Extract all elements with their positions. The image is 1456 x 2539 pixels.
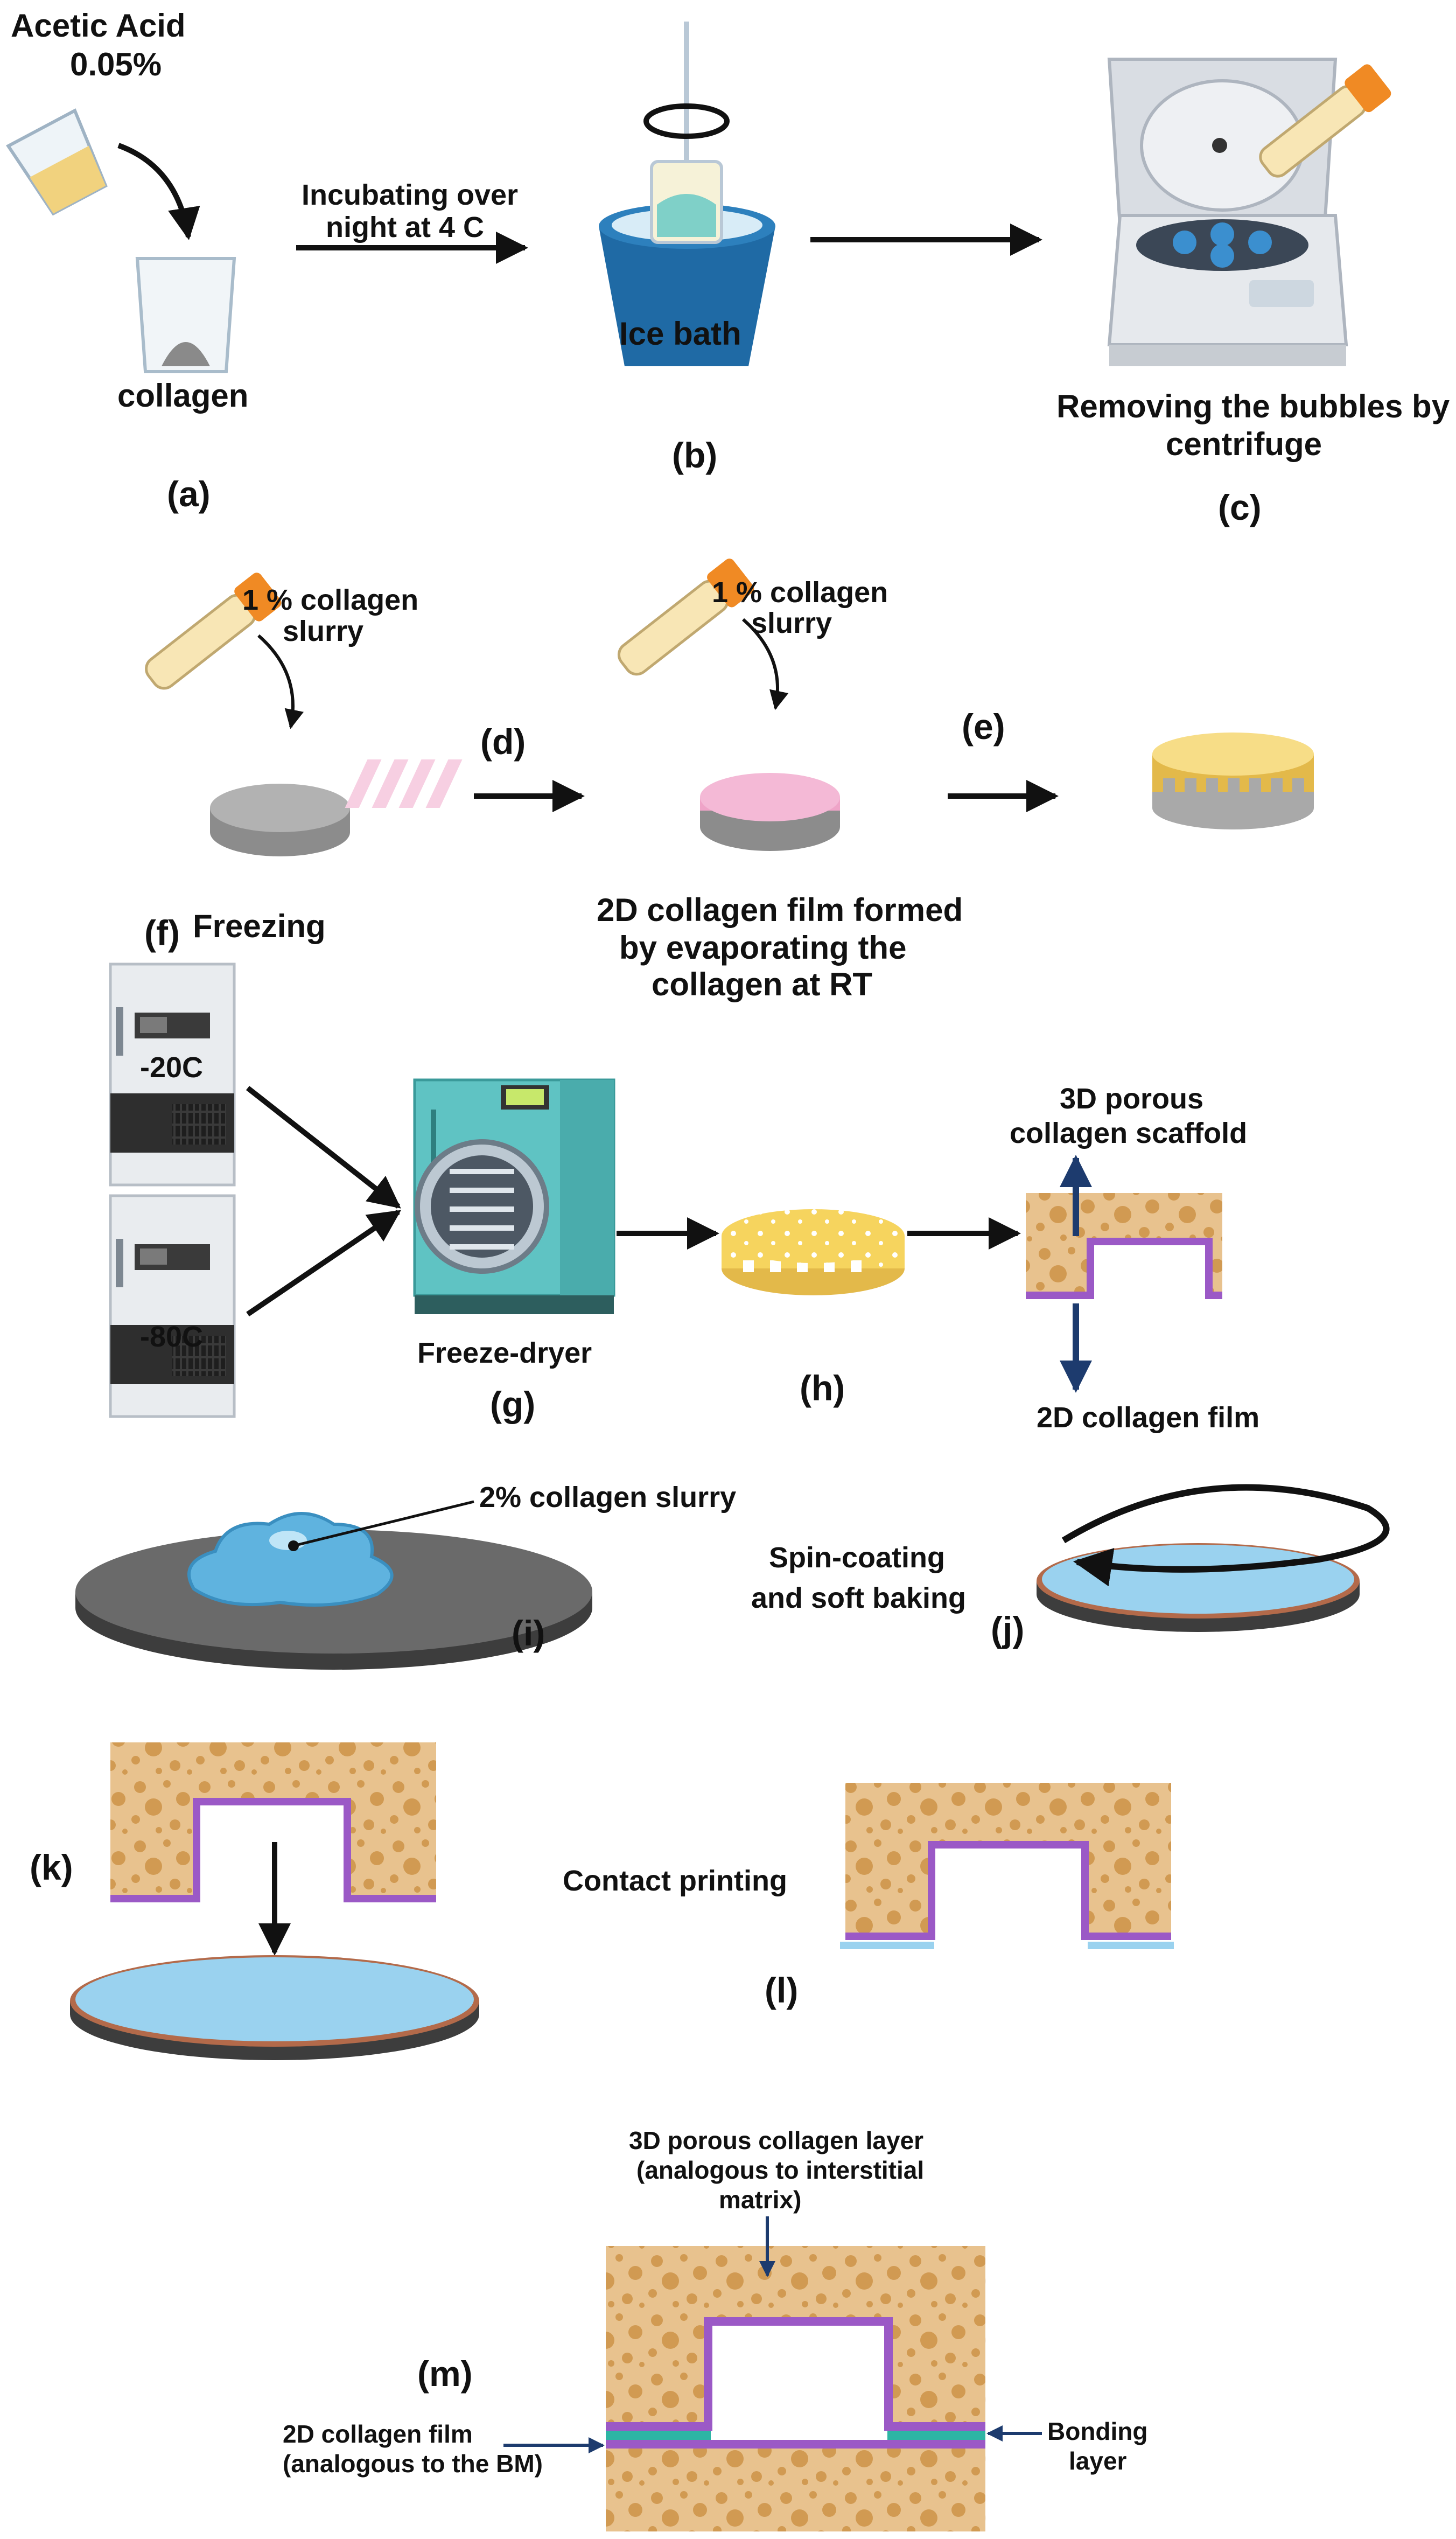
centrifuge-icon [1107, 58, 1391, 366]
porous-scaffold-line1: 3D porous [1060, 1083, 1203, 1115]
acetic-acid-percent-label: 0.05% [70, 46, 162, 82]
bm-label-line2: (analogous to the BM) [283, 2450, 543, 2478]
collagen-beaker-icon [135, 257, 236, 373]
slurry-drop-arrow-2 [742, 618, 789, 710]
contact-printing-label: Contact printing [563, 1865, 787, 1897]
slurry-label-2-line2: slurry [751, 607, 832, 639]
removing-bubbles-label-line1: Removing the bubbles by [1056, 388, 1450, 424]
step-f-label: (f) [144, 913, 180, 953]
slurry-pointer [293, 1500, 474, 1547]
grooved-mold-icon [210, 784, 350, 856]
minus20-label: -20C [140, 1051, 203, 1084]
acetic-acid-label: Acetic Acid [11, 8, 186, 44]
slurry-tube-icon [145, 573, 282, 690]
minus80-label: -80C [140, 1321, 203, 1353]
freeze-dryer-icon [413, 1078, 615, 1314]
slurry-label-1-line2: slurry [283, 615, 363, 647]
arrow-minus80-to-dryer [246, 1209, 401, 1317]
collagen-label: collagen [117, 378, 248, 414]
step-c-label: (c) [1218, 487, 1262, 527]
slurry-tube-icon-2 [617, 559, 754, 676]
wafer-with-slurry-icon [75, 1512, 592, 1670]
film-2d-formed-line2: by evaporating the [619, 930, 906, 966]
step-e-label: (e) [962, 707, 1005, 747]
pink-film-mold-icon [345, 759, 840, 851]
arrow-minus20-to-dryer [246, 1086, 401, 1209]
step-m-label: (m) [417, 2354, 473, 2394]
slurry-label-1-line1: 1 % collagen [242, 584, 418, 616]
bm-label-line1: 2D collagen film [283, 2420, 473, 2448]
porous-scaffold-line2: collagen scaffold [1010, 1117, 1247, 1149]
step-b-label: (b) [672, 435, 717, 475]
spin-coated-wafer-icon [1037, 1543, 1360, 1632]
ice-bath-label: Ice bath [619, 316, 741, 352]
coated-wafer-k [70, 1955, 479, 2060]
incubating-label-line2: night at 4 C [326, 211, 484, 243]
incubating-label-line1: Incubating over [302, 179, 518, 211]
printed-block-l [840, 1783, 1174, 1949]
step-g-label: (g) [490, 1384, 535, 1424]
spin-coating-line2: and soft baking [751, 1582, 966, 1614]
step-h-label: (h) [800, 1368, 845, 1408]
freeze-dryer-label: Freeze-dryer [417, 1337, 592, 1369]
porous-disc-icon [722, 1209, 905, 1295]
bonding-label-line1: Bonding [1047, 2417, 1148, 2445]
slurry-drop-arrow-1 [257, 634, 304, 729]
step-d-label: (d) [480, 722, 526, 762]
film-2d-formed-line1: 2D collagen film formed [597, 892, 963, 928]
pour-arrow [117, 143, 200, 240]
scaffold-block-k [110, 1742, 436, 1902]
step-l-label: (l) [765, 1970, 798, 2010]
bonding-label-line2: layer [1069, 2447, 1127, 2475]
step-k-label: (k) [30, 1847, 73, 1887]
layer-label-line1: 3D porous collagen layer [629, 2126, 923, 2154]
acetic-acid-beaker-icon [5, 108, 108, 216]
spin-arrow [1061, 1484, 1390, 1587]
film-2d-formed-line3: collagen at RT [652, 966, 872, 1002]
freezer-minus80-icon [109, 1194, 236, 1418]
molded-disc-icon [1152, 733, 1314, 829]
slurry-label-2-line1: 1 % collagen [712, 576, 888, 609]
scaffold-cross-section [1026, 1193, 1222, 1299]
freezing-label: Freezing [193, 908, 326, 944]
film-2d-label: 2D collagen film [1037, 1401, 1259, 1434]
removing-bubbles-label-line2: centrifuge [1166, 426, 1322, 462]
freezer-minus20-icon [109, 962, 236, 1187]
layer-label-line3: matrix) [719, 2186, 801, 2214]
ice-bath-icon [599, 22, 775, 366]
step-a-label: (a) [167, 474, 211, 514]
step-j-label: (j) [991, 1609, 1024, 1649]
spin-coating-line1: Spin-coating [769, 1541, 945, 1574]
final-assembly-m [606, 2246, 985, 2531]
slurry-2pct-label: 2% collagen slurry [479, 1481, 736, 1513]
layer-label-line2: (analogous to interstitial [636, 2156, 924, 2184]
step-i-label: (i) [512, 1613, 545, 1653]
